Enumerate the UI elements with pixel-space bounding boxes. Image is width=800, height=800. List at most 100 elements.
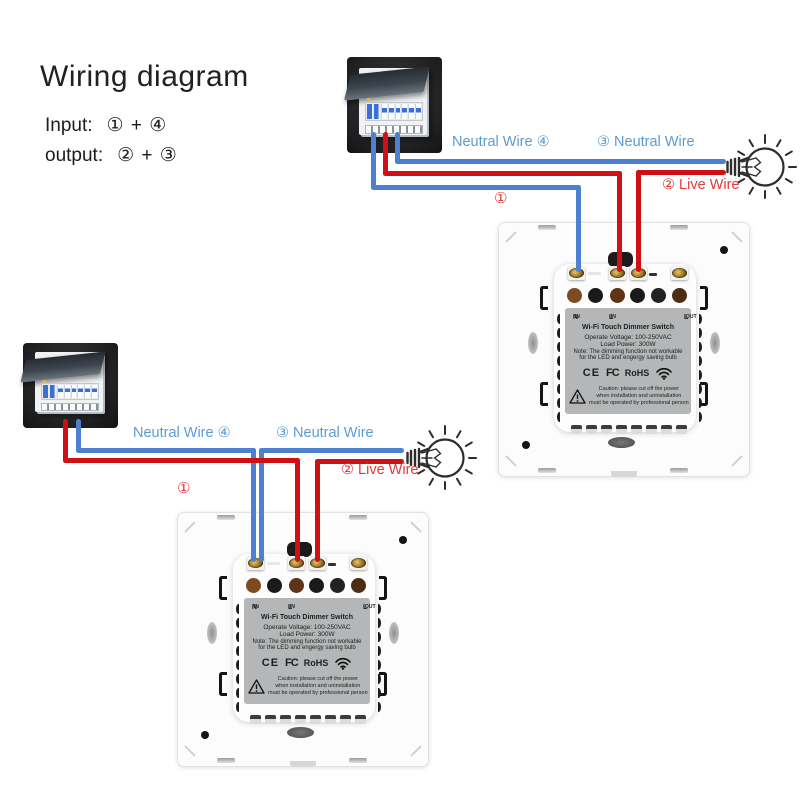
breaker-switch bbox=[91, 384, 97, 398]
legend-output-label: output: bbox=[45, 145, 104, 166]
breaker-switch bbox=[70, 384, 77, 398]
corner-notch bbox=[505, 455, 517, 467]
spec-power: Load Power: 300W bbox=[279, 631, 335, 638]
legend-input: Input:① + ④ bbox=[45, 114, 167, 137]
terminal-screw bbox=[610, 268, 625, 278]
live-wire-segment bbox=[63, 419, 68, 463]
neutral-wire-segment bbox=[76, 448, 256, 453]
terminal-screw bbox=[248, 558, 263, 568]
wifi-icon bbox=[335, 657, 352, 670]
module-tab bbox=[571, 425, 582, 434]
mounting-clip bbox=[700, 382, 708, 406]
terminal-divider bbox=[649, 273, 657, 276]
mounting-clip bbox=[540, 382, 548, 406]
fcc-mark: FC bbox=[606, 367, 620, 379]
breaker-switch bbox=[401, 104, 408, 120]
vent-slot bbox=[557, 314, 562, 324]
page-title: Wiring diagram bbox=[40, 60, 249, 93]
edge-slot bbox=[349, 758, 367, 763]
edge-slot bbox=[670, 468, 688, 473]
vent-slot bbox=[697, 342, 702, 352]
label-neutral-wire-4: Neutral Wire ④ bbox=[452, 134, 550, 150]
terminal-l-out bbox=[671, 266, 688, 280]
spec-power: Load Power: 300W bbox=[600, 341, 656, 348]
label-neutral-wire-3: ③ Neutral Wire bbox=[597, 134, 695, 150]
vent-slot bbox=[697, 314, 702, 324]
certification-row: CE FC RoHS bbox=[244, 654, 370, 672]
product-name: Wi-Fi Touch Dimmer Switch bbox=[582, 324, 674, 331]
vent-slot bbox=[557, 384, 562, 394]
vent-slot bbox=[376, 688, 381, 698]
vent-slot bbox=[376, 604, 381, 614]
ce-mark: CE bbox=[261, 657, 280, 669]
screw-hole bbox=[201, 731, 209, 739]
breaker-switch bbox=[408, 104, 415, 120]
vent-slot bbox=[236, 646, 241, 656]
breaker-switch bbox=[387, 104, 394, 120]
breaker-box-bottom bbox=[20, 343, 118, 428]
vent-slot bbox=[376, 632, 381, 642]
terminal-screw bbox=[672, 268, 687, 278]
breaker-switch bbox=[63, 384, 70, 398]
vent-slot bbox=[697, 412, 702, 422]
ce-mark: CE bbox=[582, 367, 601, 379]
note-line: for the LED and engergy saving bulb bbox=[258, 645, 356, 651]
corner-notch bbox=[731, 455, 743, 467]
terminal-divider bbox=[588, 272, 601, 275]
terminal-screw bbox=[310, 558, 325, 568]
terminal-labels: N-IN L-IN L-OUT bbox=[573, 314, 697, 321]
indicator-dot bbox=[42, 379, 46, 383]
screw-hole bbox=[399, 536, 407, 544]
terminal-l-in-2 bbox=[630, 266, 647, 280]
legend-output: output:② + ③ bbox=[45, 144, 178, 167]
terminal-screw bbox=[289, 558, 304, 568]
light-bulb-icon bbox=[406, 425, 477, 490]
neutral-wire-segment bbox=[251, 448, 256, 562]
label-circuit-1: ① bbox=[177, 480, 191, 497]
corner-notch bbox=[410, 745, 422, 757]
edge-slot bbox=[538, 468, 556, 473]
live-wire-segment bbox=[295, 458, 300, 562]
module-tab bbox=[325, 715, 336, 724]
module-oval-slot bbox=[287, 727, 314, 738]
terminal-l-in bbox=[288, 556, 305, 570]
live-wire-segment bbox=[617, 171, 622, 272]
breaker-box-top bbox=[344, 57, 442, 153]
mounting-clip bbox=[219, 672, 227, 696]
module-tab bbox=[340, 715, 351, 724]
terminal-divider bbox=[328, 563, 336, 566]
wire-hole bbox=[309, 578, 324, 593]
vent-slot bbox=[557, 328, 562, 338]
rohs-mark: RoHS bbox=[624, 368, 650, 378]
vent-slot bbox=[697, 384, 702, 394]
vent-slot bbox=[376, 702, 381, 712]
live-wire-segment bbox=[315, 459, 404, 464]
module-tab bbox=[295, 715, 306, 724]
live-wire-segment bbox=[383, 171, 622, 176]
breaker-switch bbox=[77, 384, 84, 398]
module-tab bbox=[586, 425, 597, 434]
mounting-clip bbox=[540, 286, 548, 310]
neutral-wire-segment bbox=[259, 448, 264, 562]
breaker-switch bbox=[380, 104, 387, 120]
neutral-wire-segment bbox=[395, 159, 726, 164]
light-bulb-icon bbox=[726, 134, 797, 199]
breaker-switch-row bbox=[41, 382, 99, 400]
screw-hole bbox=[720, 246, 728, 254]
terminal-strip bbox=[365, 125, 423, 134]
mounting-slot bbox=[389, 622, 399, 644]
main-breaker bbox=[367, 104, 380, 120]
live-wire-segment bbox=[636, 170, 641, 272]
vent-slot bbox=[236, 660, 241, 670]
vent-slot bbox=[376, 660, 381, 670]
breaker-switch bbox=[56, 384, 63, 398]
neutral-wire-segment bbox=[576, 185, 581, 272]
product-name: Wi-Fi Touch Dimmer Switch bbox=[261, 614, 353, 621]
neutral-wire-segment bbox=[395, 132, 400, 164]
wire-hole bbox=[672, 288, 687, 303]
caution-block: Caution: please cut off the power when i… bbox=[569, 386, 695, 406]
corner-notch bbox=[184, 745, 196, 757]
legend-input-label: Input: bbox=[45, 115, 93, 136]
terminal-screw bbox=[569, 268, 584, 278]
wire-hole bbox=[289, 578, 304, 593]
